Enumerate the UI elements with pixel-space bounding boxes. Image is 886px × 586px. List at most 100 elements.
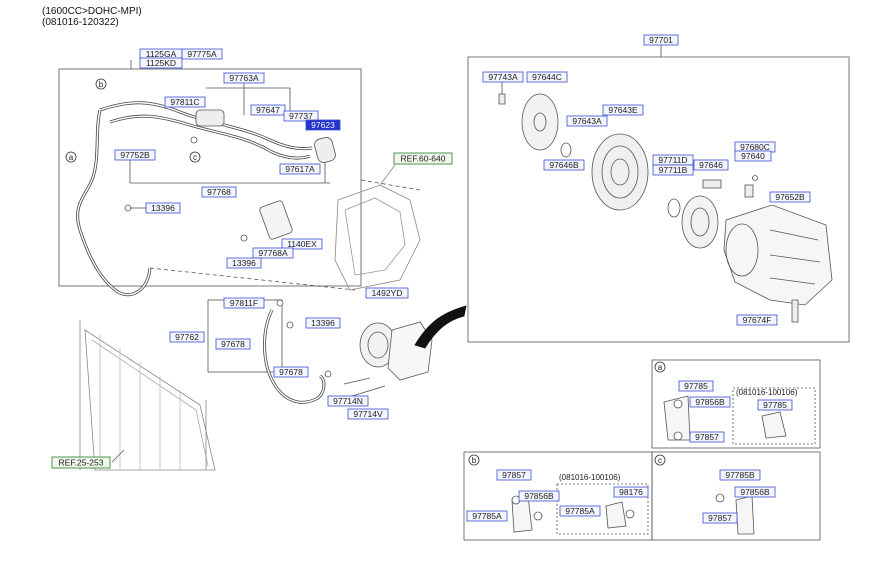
part-number-text: 97640	[741, 151, 765, 161]
part-label-box	[215, 338, 251, 350]
part-label-p97785a[interactable]: 97785	[678, 380, 714, 392]
part-number-text: 97714N	[333, 396, 363, 406]
part-label-box	[181, 48, 223, 60]
part-label-p97856Bb[interactable]: 97856B	[518, 490, 560, 502]
part-label-p97643E[interactable]: 97643E	[602, 104, 644, 116]
part-label-p13396b[interactable]: 13396	[226, 257, 262, 269]
part-label-box	[613, 486, 649, 498]
part-label-p97678a[interactable]: 97678	[215, 338, 251, 350]
part-label-box	[305, 119, 341, 131]
ref-label-box	[393, 152, 453, 165]
part-label-p97762[interactable]: 97762	[169, 331, 205, 343]
part-number-text: 97714V	[353, 409, 383, 419]
part-label-p97646B[interactable]: 97646B	[543, 159, 585, 171]
part-label-p97763A[interactable]: 97763A	[223, 72, 265, 84]
part-label-p97768[interactable]: 97768	[201, 186, 237, 198]
part-label-box	[281, 238, 323, 250]
part-label-box	[279, 163, 321, 175]
part-label-box	[365, 287, 409, 299]
part-label-p1140EX[interactable]: 1140EX	[281, 238, 323, 250]
part-label-box	[226, 257, 262, 269]
callout-circle	[468, 454, 480, 466]
part-label-p97768A[interactable]: 97768A	[252, 247, 294, 259]
part-label-p97643A[interactable]: 97643A	[566, 115, 608, 127]
part-label-p97775A[interactable]: 97775A	[181, 48, 223, 60]
part-number-text: 97646	[699, 160, 723, 170]
part-label-box	[164, 96, 206, 108]
callout-letter: c	[658, 456, 662, 465]
ref-label-text: REF.60-640	[401, 154, 446, 164]
callout-cc1: c	[189, 151, 201, 163]
part-label-box	[518, 490, 560, 502]
callout-circle	[189, 151, 201, 163]
part-label-p97674F[interactable]: 97674F	[736, 314, 778, 326]
part-number-text: 97811F	[230, 298, 258, 308]
ref-label-text: REF.25-253	[59, 458, 104, 468]
part-label-box	[223, 297, 265, 309]
part-number-text: 97752B	[120, 150, 150, 160]
part-label-p97785b[interactable]: 97785	[757, 399, 793, 411]
part-number-text: 97743A	[488, 72, 518, 82]
part-label-p97857c[interactable]: 97857	[702, 512, 738, 524]
part-label-box	[526, 71, 568, 83]
compressor-assembly-frame	[467, 56, 850, 343]
part-label-box	[734, 486, 776, 498]
part-number-text: 97785A	[472, 511, 502, 521]
part-label-p97678b[interactable]: 97678	[273, 366, 309, 378]
part-label-p97711D[interactable]: 97711D	[652, 154, 694, 166]
part-number-text: 97737	[289, 111, 313, 121]
part-label-box	[201, 186, 237, 198]
part-label-p97714V[interactable]: 97714V	[347, 408, 389, 420]
part-label-p97647[interactable]: 97647	[250, 104, 286, 116]
part-label-p97714N[interactable]: 97714N	[327, 395, 369, 407]
part-label-p1125KD[interactable]: 1125KD	[139, 57, 183, 69]
part-label-p97856Ba[interactable]: 97856B	[689, 396, 731, 408]
callout-cb2: b	[468, 454, 480, 466]
part-number-text: 97674F	[743, 315, 772, 325]
part-number-text: 97857	[695, 432, 719, 442]
part-label-p97752B[interactable]: 97752B	[114, 149, 156, 161]
part-label-p97701[interactable]: 97701	[643, 34, 679, 46]
part-label-p97811C[interactable]: 97811C	[164, 96, 206, 108]
part-label-box	[602, 104, 644, 116]
part-label-p97785Ab[interactable]: 97785A	[559, 505, 601, 517]
part-label-box	[566, 115, 608, 127]
ref-label-ref25[interactable]: REF.25-253	[51, 456, 111, 469]
part-number-text: 13396	[151, 203, 175, 213]
part-label-p97743A[interactable]: 97743A	[482, 71, 524, 83]
part-label-p97857a[interactable]: 97857	[689, 431, 725, 443]
part-label-p97856Bc[interactable]: 97856B	[734, 486, 776, 498]
callout-letter: c	[193, 153, 197, 162]
part-label-p97617A[interactable]: 97617A	[279, 163, 321, 175]
part-label-p97646[interactable]: 97646	[693, 159, 729, 171]
part-label-p98176[interactable]: 98176	[613, 486, 649, 498]
part-label-p97737[interactable]: 97737	[283, 110, 319, 122]
part-label-box	[543, 159, 585, 171]
part-label-box	[283, 110, 319, 122]
part-label-p97640[interactable]: 97640	[734, 150, 772, 162]
part-label-box	[757, 399, 793, 411]
part-label-p13396c[interactable]: 13396	[305, 317, 341, 329]
part-label-box	[250, 104, 286, 116]
part-number-text: 97768	[207, 187, 231, 197]
part-label-p97785B[interactable]: 97785B	[719, 469, 761, 481]
part-number-text: 97711D	[658, 155, 687, 165]
part-label-p97811F[interactable]: 97811F	[223, 297, 265, 309]
part-number-text: 97785	[763, 400, 787, 410]
part-label-p97623[interactable]: 97623	[305, 119, 341, 131]
part-label-p1492YD[interactable]: 1492YD	[365, 287, 409, 299]
part-number-text: 97857	[502, 470, 526, 480]
part-label-box	[734, 150, 772, 162]
part-label-p97652B[interactable]: 97652B	[769, 191, 811, 203]
part-label-p13396a[interactable]: 13396	[145, 202, 181, 214]
part-label-p97785Aa[interactable]: 97785A	[466, 510, 508, 522]
header-model-line: (1600CC>DOHC-MPI)	[42, 6, 142, 17]
part-number-text: 98176	[619, 487, 643, 497]
detail-a-frame	[651, 359, 821, 449]
part-label-box	[347, 408, 389, 420]
part-label-box	[559, 505, 601, 517]
part-label-p97644C[interactable]: 97644C	[526, 71, 568, 83]
part-label-p97857b[interactable]: 97857	[496, 469, 532, 481]
part-label-p97711B[interactable]: 97711B	[652, 164, 694, 176]
ref-label-ref60[interactable]: REF.60-640	[393, 152, 453, 165]
